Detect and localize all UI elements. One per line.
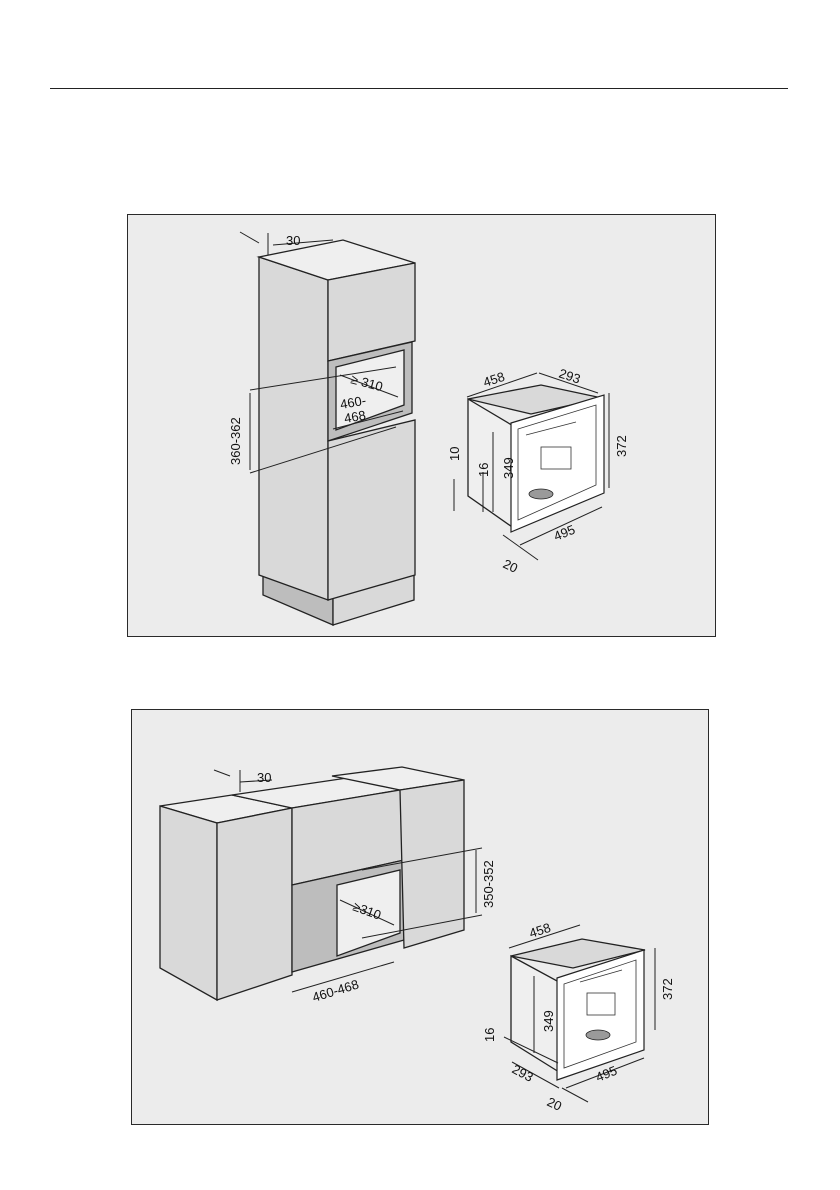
depth-line bbox=[339, 374, 399, 398]
machine-top bbox=[510, 938, 646, 969]
offset-16-label: 16 bbox=[482, 1028, 497, 1042]
machine-front-inner bbox=[517, 404, 597, 521]
machine-front-width-line bbox=[565, 1057, 645, 1089]
machine-depth-label: 293 bbox=[557, 366, 582, 387]
niche-width-line bbox=[332, 410, 404, 430]
machine-width-line bbox=[508, 924, 581, 949]
front-20-label: 20 bbox=[501, 556, 520, 576]
machine-height-outer-label: 372 bbox=[614, 435, 629, 457]
machine-display bbox=[579, 969, 623, 983]
depth-line bbox=[339, 899, 395, 926]
niche-height-ext-bottom bbox=[361, 914, 483, 939]
niche-width-top-label: 460- bbox=[339, 393, 367, 412]
gap-leader bbox=[239, 779, 273, 783]
machine-width-label: 458 bbox=[527, 920, 552, 941]
machine-height-inner-label: 349 bbox=[541, 1010, 556, 1032]
niche-width-line bbox=[291, 961, 395, 993]
upper-door bbox=[327, 262, 416, 362]
front-20-label: 20 bbox=[545, 1094, 564, 1114]
front-20-line bbox=[561, 1087, 589, 1103]
base-unit-installation-diagram: 30 350-352 ≥310 460-468 458 372 349 16 2… bbox=[131, 709, 709, 1125]
machine-height-inner-label: 349 bbox=[501, 457, 516, 479]
cabinet-side-panel bbox=[258, 256, 329, 601]
gap-leader bbox=[272, 239, 334, 246]
right-cabinet-front bbox=[399, 779, 465, 949]
machine-drip-tray bbox=[585, 1029, 611, 1041]
machine-display bbox=[525, 421, 577, 436]
front-20-line bbox=[502, 534, 539, 561]
machine-drip-tray bbox=[528, 488, 554, 500]
offset-16-label: 16 bbox=[476, 463, 491, 477]
machine-front-inner bbox=[563, 959, 637, 1069]
tall-unit-drawing: 30 360-362 ≥ 310 460- 468 458 293 372 34… bbox=[228, 231, 629, 626]
niche-width-bottom-label: 468 bbox=[343, 407, 367, 426]
left-cabinet-front bbox=[216, 807, 293, 1001]
left-cabinet-side bbox=[159, 805, 218, 1002]
gap-arrow bbox=[213, 769, 231, 777]
niche-height-label: 350-352 bbox=[481, 860, 496, 908]
machine-depth-line bbox=[538, 372, 599, 394]
machine-width-line bbox=[466, 372, 538, 398]
gap-label: 30 bbox=[257, 770, 271, 785]
gap-label: 30 bbox=[286, 233, 300, 248]
base-unit-drawing: 30 350-352 ≥310 460-468 458 372 349 16 2… bbox=[159, 766, 675, 1114]
machine-height-outer-label: 372 bbox=[660, 978, 675, 1000]
niche-opening bbox=[335, 349, 405, 431]
machine-front-width-line bbox=[519, 506, 603, 546]
machine-width-label: 458 bbox=[481, 369, 506, 390]
lower-door bbox=[327, 419, 416, 601]
tall-unit-installation-diagram: 30 360-362 ≥ 310 460- 468 458 293 372 34… bbox=[127, 214, 716, 637]
machine-spout bbox=[586, 992, 616, 1016]
niche-height-ext-top bbox=[361, 847, 483, 871]
niche-width-label: 460-468 bbox=[310, 977, 360, 1005]
header-rule bbox=[50, 88, 788, 89]
offset-16-line bbox=[503, 1036, 559, 1064]
machine-spout bbox=[540, 446, 572, 470]
niche-height-ext-bottom bbox=[249, 426, 397, 474]
offset-10-label: 10 bbox=[447, 447, 462, 461]
machine-front bbox=[510, 394, 605, 533]
gap-arrow bbox=[239, 231, 260, 244]
machine-depth-line bbox=[511, 1061, 560, 1089]
machine-front-width-label: 495 bbox=[552, 522, 578, 544]
niche-height-label: 360-362 bbox=[228, 417, 243, 465]
niche-height-ext-top bbox=[249, 366, 397, 391]
machine-depth-label: 293 bbox=[510, 1061, 536, 1084]
